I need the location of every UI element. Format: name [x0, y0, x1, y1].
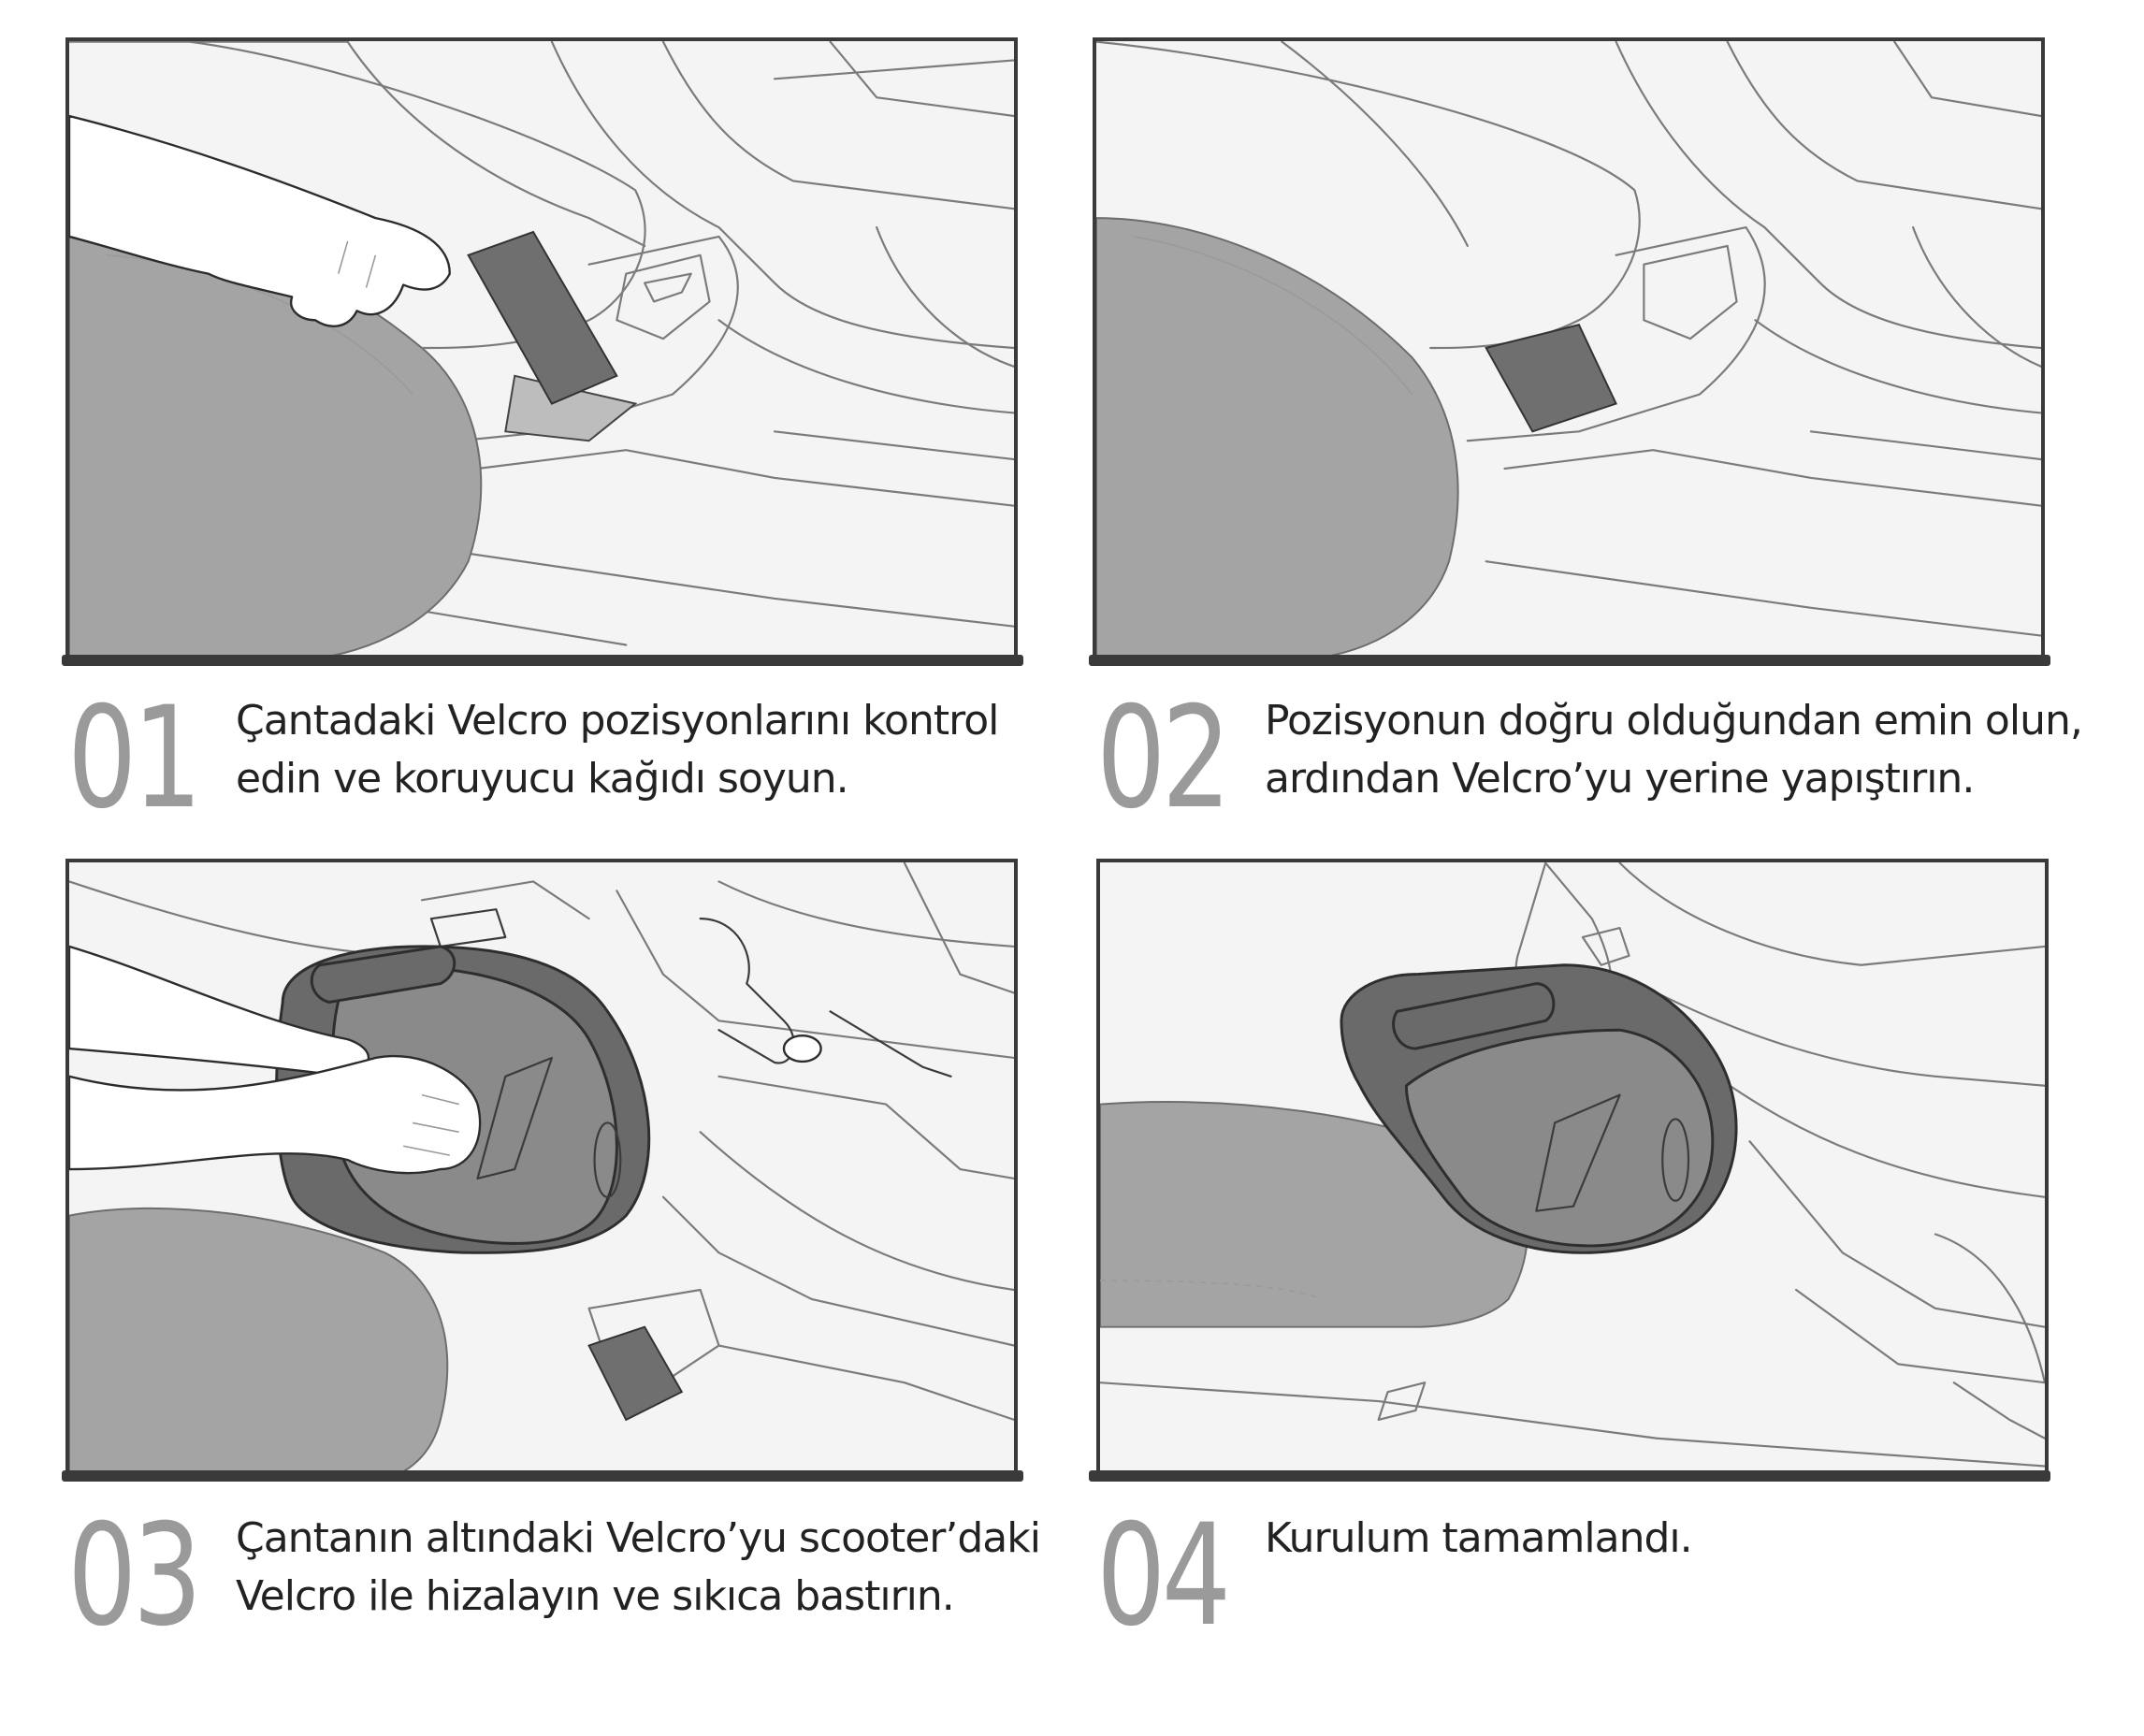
step-3-text: Çantanın altındaki Velcro’yu scooter’dak…: [236, 1510, 1059, 1626]
step-2-caption: 02 Pozisyonun doğru olduğundan emin olun…: [1096, 688, 2125, 829]
step-1-drawing: [69, 41, 1014, 660]
step-2-text-line2: ardından Velcro’yu yerine yapıştırın.: [1265, 755, 1975, 803]
step-3-caption: 03 Çantanın altındaki Velcro’yu scooter’…: [67, 1506, 1059, 1646]
step-2-text-line1: Pozisyonun doğru olduğundan emin olun,: [1265, 697, 2083, 745]
step-1-caption: 01 Çantadaki Velcro pozisyonlarını kontr…: [67, 688, 1059, 829]
illustration-step-4: [1096, 859, 2049, 1482]
step-4-caption: 04 Kurulum tamamlandı.: [1096, 1506, 2125, 1646]
step-3-number: 03: [67, 1495, 202, 1657]
step-4-text: Kurulum tamamlandı.: [1265, 1510, 2125, 1568]
illustration-step-2: [1093, 37, 2045, 660]
illustration-step-1: [65, 37, 1018, 660]
panel-3-baseline: [62, 1470, 1023, 1482]
step-1-text: Çantadaki Velcro pozisyonlarını kontrol …: [236, 692, 1059, 808]
step-3-text-line1: Çantanın altındaki Velcro’yu scooter’dak…: [236, 1514, 1041, 1562]
step-3-drawing: [69, 862, 1014, 1482]
panel-4-baseline: [1089, 1470, 2050, 1482]
step-3-text-line2: Velcro ile hizalayın ve sıkıca bastırın.: [236, 1572, 955, 1620]
step-4-number: 04: [1096, 1495, 1231, 1657]
panel-1-baseline: [62, 655, 1023, 666]
illustration-step-3: [65, 859, 1018, 1482]
step-2-drawing: [1096, 41, 2041, 660]
step-1-text-line1: Çantadaki Velcro pozisyonlarını kontrol: [236, 697, 999, 745]
step-4-drawing: [1100, 862, 2045, 1482]
step-2-text: Pozisyonun doğru olduğundan emin olun, a…: [1265, 692, 2125, 808]
step-1-number: 01: [67, 677, 202, 840]
step-4-text-line1: Kurulum tamamlandı.: [1265, 1514, 1693, 1562]
panel-2-baseline: [1089, 655, 2050, 666]
step-2-number: 02: [1096, 677, 1231, 840]
step-1-text-line2: edin ve koruyucu kağıdı soyun.: [236, 755, 849, 803]
